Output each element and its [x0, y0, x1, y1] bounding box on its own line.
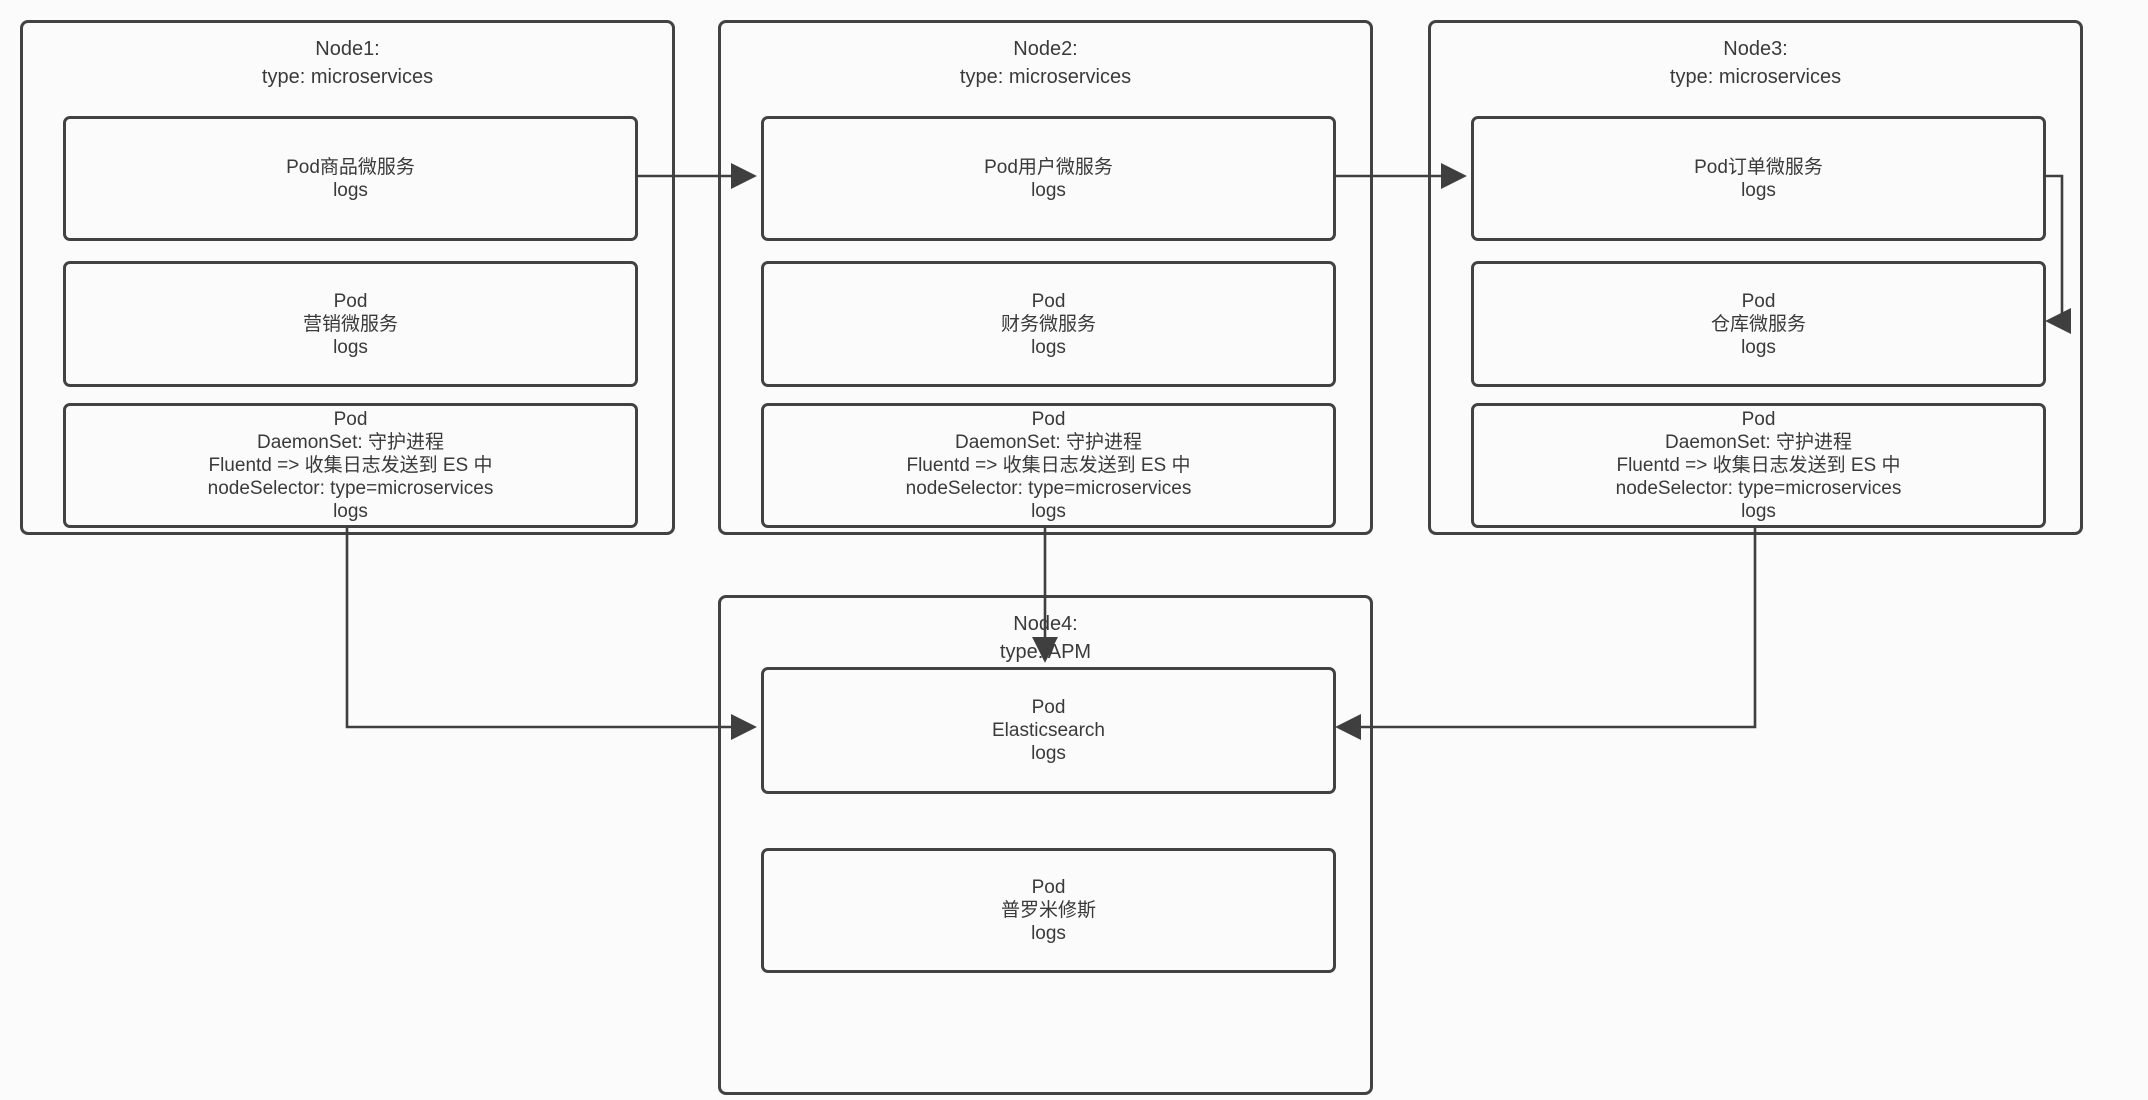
node4-title-line2: type: APM — [999, 641, 1092, 663]
pod-text-line: Pod — [1741, 290, 1776, 312]
pod-text-line: Pod — [1741, 409, 1776, 430]
pod-text-line: logs — [1031, 501, 1066, 522]
pod-text-line: Pod订单微服务 — [1694, 156, 1823, 178]
pod-text-line: logs — [1741, 501, 1776, 522]
pod-text-line: DaemonSet: 守护进程 — [257, 432, 444, 453]
pod-order-microservice: Pod订单微服务 logs — [1471, 116, 2046, 241]
edge-node3-fluentd-to-elasticsearch — [1335, 525, 1757, 740]
pod-text-line: Pod — [1031, 409, 1066, 430]
node2-title-line1: Node2: — [1013, 38, 1078, 60]
pod-text-line: Pod — [333, 290, 368, 312]
pod-text-line: logs — [1741, 179, 1776, 201]
pod-text-line: logs — [1031, 743, 1066, 764]
pod-text-line: logs — [1031, 179, 1066, 201]
pod-warehouse-microservice: Pod 仓库微服务 logs — [1471, 261, 2046, 387]
pod-text-line: Fluentd => 收集日志发送到 ES 中 — [1616, 455, 1901, 476]
pod-text-line: 财务微服务 — [1000, 313, 1096, 335]
node-node1: Node1: type: microservices Pod商品微服务 logs… — [20, 20, 675, 535]
node3-title-line2: type: microservices — [1669, 66, 1842, 88]
pod-node3-fluentd-daemonset: Pod DaemonSet: 守护进程 Fluentd => 收集日志发送到 E… — [1471, 403, 2046, 528]
pod-text-line: Fluentd => 收集日志发送到 ES 中 — [208, 455, 493, 476]
pod-text-line: Pod — [1031, 877, 1066, 898]
node3-title-line1: Node3: — [1723, 38, 1788, 60]
node1-title-line2: type: microservices — [261, 66, 434, 88]
node3-title: Node3: type: microservices — [1431, 35, 2080, 91]
node-node3: Node3: type: microservices Pod订单微服务 logs… — [1428, 20, 2083, 535]
node2-title-line2: type: microservices — [959, 66, 1132, 88]
pod-text-line: Pod用户微服务 — [984, 156, 1113, 178]
node1-title-line1: Node1: — [315, 38, 380, 60]
pod-text-line: Elasticsearch — [992, 720, 1105, 741]
pod-text-line: Pod商品微服务 — [286, 156, 415, 178]
node4-title-line1: Node4: — [1013, 613, 1078, 635]
pod-user-microservice: Pod用户微服务 logs — [761, 116, 1336, 241]
pod-node1-fluentd-daemonset: Pod DaemonSet: 守护进程 Fluentd => 收集日志发送到 E… — [63, 403, 638, 528]
pod-elasticsearch: Pod Elasticsearch logs — [761, 667, 1336, 794]
pod-node2-fluentd-daemonset: Pod DaemonSet: 守护进程 Fluentd => 收集日志发送到 E… — [761, 403, 1336, 528]
pod-text-line: 营销微服务 — [302, 313, 398, 335]
pod-finance-microservice: Pod 财务微服务 logs — [761, 261, 1336, 387]
pod-prometheus: Pod 普罗米修斯 logs — [761, 848, 1336, 973]
pod-text-line: nodeSelector: type=microservices — [905, 478, 1192, 499]
node-node2: Node2: type: microservices Pod用户微服务 logs… — [718, 20, 1373, 535]
pod-text-line: Pod — [1031, 697, 1066, 718]
node1-title: Node1: type: microservices — [23, 35, 672, 91]
pod-text-line: DaemonSet: 守护进程 — [955, 432, 1142, 453]
pod-text-line: Pod — [1031, 290, 1066, 312]
node-node4: Node4: type: APM Pod Elasticsearch logs … — [718, 595, 1373, 1095]
pod-text-line: 普罗米修斯 — [1000, 900, 1096, 921]
pod-text-line: nodeSelector: type=microservices — [207, 478, 494, 499]
pod-text-line: logs — [333, 179, 368, 201]
pod-product-microservice: Pod商品微服务 logs — [63, 116, 638, 241]
pod-text-line: logs — [1031, 336, 1066, 358]
pod-text-line: nodeSelector: type=microservices — [1615, 478, 1902, 499]
node2-title: Node2: type: microservices — [721, 35, 1370, 91]
pod-text-line: logs — [1031, 923, 1066, 944]
pod-text-line: logs — [333, 336, 368, 358]
node4-title: Node4: type: APM — [721, 610, 1370, 666]
pod-text-line: logs — [333, 501, 368, 522]
pod-text-line: 仓库微服务 — [1710, 313, 1806, 335]
pod-text-line: Pod — [333, 409, 368, 430]
pod-text-line: logs — [1741, 336, 1776, 358]
pod-text-line: DaemonSet: 守护进程 — [1665, 432, 1852, 453]
edge-node1-fluentd-to-elasticsearch — [345, 525, 757, 740]
pod-text-line: Fluentd => 收集日志发送到 ES 中 — [906, 455, 1191, 476]
pod-marketing-microservice: Pod 营销微服务 logs — [63, 261, 638, 387]
